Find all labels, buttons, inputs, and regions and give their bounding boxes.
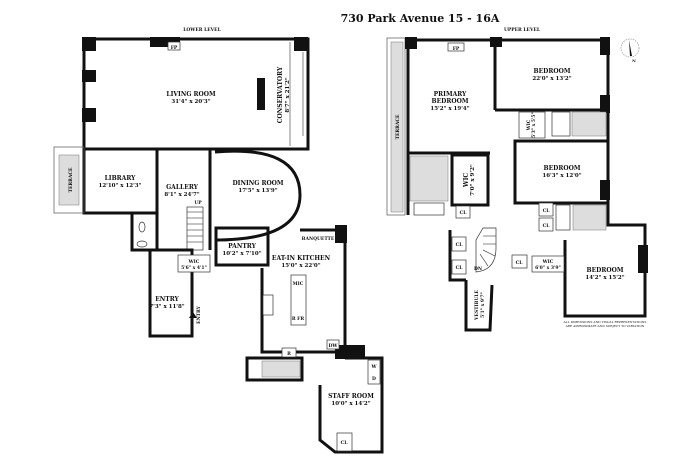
lower-level: LOWER LEVEL FP LIVING ROOM 31'4" x 20'3"… <box>53 27 384 454</box>
dining-room-walls <box>214 149 302 242</box>
compass-icon: N <box>620 38 640 63</box>
library-dim: 12'10" x 12'3" <box>99 183 142 189</box>
upper-level: UPPER LEVEL TERRACE FP PRIMARY BEDROOM 1… <box>386 27 648 332</box>
plan-title: 730 Park Avenue 15 - 16A <box>341 12 500 25</box>
wic-3-label: WIC <box>542 259 554 265</box>
entry-dim: 7'3" x 11'8" <box>149 304 184 310</box>
vestibule-dim: 5'1" x 9'7" <box>480 292 486 318</box>
wic-1-label: WIC <box>526 119 532 131</box>
upper-terrace-label: TERRACE <box>395 114 401 139</box>
kitchen-dim: 15'0" x 22'0" <box>281 263 320 269</box>
disclaimer-line-2: ARE APPROXIMATE AND SUBJECT TO VARIATION <box>565 324 645 328</box>
primary-bedroom-label-1: PRIMARY <box>434 91 467 98</box>
wic-3-dim: 6'0" x 3'9" <box>535 265 561 271</box>
living-room-walls <box>82 37 310 151</box>
wic-dim: 5'6" x 4'1" <box>181 265 207 271</box>
closets: CL CL CL CL CL CL <box>451 202 554 275</box>
washer-label: W <box>370 364 377 370</box>
gallery-dim: 8'1" x 24'7" <box>164 192 199 198</box>
bedroom-2-label: BEDROOM <box>544 165 581 172</box>
stair-up-label: UP <box>194 200 202 206</box>
bedroom-2-dim: 16'3" x 12'0" <box>542 173 581 179</box>
wic-2-dim: 7'0" x 9'2" <box>470 164 476 196</box>
banquette-label: BANQUETTE <box>302 236 335 242</box>
wic-1-dim: 5'3" x 5'5" <box>531 112 537 138</box>
refrigerator-label: R <box>287 351 291 357</box>
fireplace-label: FP <box>171 45 178 51</box>
entry-label: ENTRY <box>155 296 179 303</box>
wic-label: WIC <box>188 259 200 265</box>
closet-label: CL <box>516 260 524 266</box>
entry-door-label: ENTRY <box>196 305 202 323</box>
kitchen-label: EAT-IN KITCHEN <box>272 255 331 262</box>
lower-terrace-label: TERRACE <box>68 167 74 192</box>
entry-arrow-icon <box>189 312 197 318</box>
closet-label: CL <box>543 208 551 214</box>
spiral-stair <box>475 227 497 273</box>
conservatory-label: CONSERVATORY <box>277 66 284 123</box>
bedroom-1-label: BEDROOM <box>534 68 571 75</box>
upper-fireplace-label: FP <box>453 46 460 52</box>
wic-2-label: WIC <box>463 173 470 189</box>
closet-label: CL <box>456 242 464 248</box>
library-label: LIBRARY <box>105 175 137 182</box>
closet-label: CL <box>460 210 468 216</box>
fridge-label: R FR <box>292 316 305 322</box>
bedroom-3-dim: 14'2" x 15'2" <box>585 275 624 281</box>
staff-room-label: STAFF ROOM <box>328 393 374 400</box>
living-room-dim: 31'4" x 20'3" <box>171 99 210 105</box>
lower-level-heading: LOWER LEVEL <box>183 27 221 33</box>
closet-label: CL <box>456 265 464 271</box>
vestibule-label: VESTIBULE <box>474 289 480 321</box>
dryer-label: D <box>372 376 376 382</box>
disclaimer-line-1: ALL DIMENSIONS AND VISUAL REPRESENTATION… <box>563 320 647 324</box>
dining-room-dim: 17'5" x 13'9" <box>238 188 277 194</box>
compass-north-label: N <box>632 58 636 63</box>
stair <box>186 206 204 251</box>
entry-walls <box>148 248 194 338</box>
conservatory-dim: 8'7" x 21'2" <box>285 77 291 112</box>
staff-room-dim: 10'0" x 14'2" <box>331 401 370 407</box>
primary-bedroom-dim: 15'2" x 19'4" <box>430 106 469 112</box>
bedroom-1-dim: 22'0" x 13'2" <box>532 76 571 82</box>
closet-label: CL <box>543 223 551 229</box>
primary-bedroom-label-2: BEDROOM <box>432 98 469 105</box>
pantry-dim: 10'2" x 7'10" <box>222 251 261 257</box>
pantry-label: PANTRY <box>228 243 256 250</box>
bedroom-3-label: BEDROOM <box>587 267 624 274</box>
living-room-label: LIVING ROOM <box>166 91 216 98</box>
kitchen-island <box>290 274 307 326</box>
upper-level-heading: UPPER LEVEL <box>504 27 541 33</box>
microwave-label: MIC <box>293 281 304 287</box>
dishwasher-label: DW <box>329 343 339 349</box>
gallery-label: GALLERY <box>166 184 199 191</box>
staff-room-walls <box>318 356 384 454</box>
dining-room-label: DINING ROOM <box>232 180 283 187</box>
staff-closet-label: CL <box>341 440 349 446</box>
stair-down-label: DN <box>474 266 482 272</box>
